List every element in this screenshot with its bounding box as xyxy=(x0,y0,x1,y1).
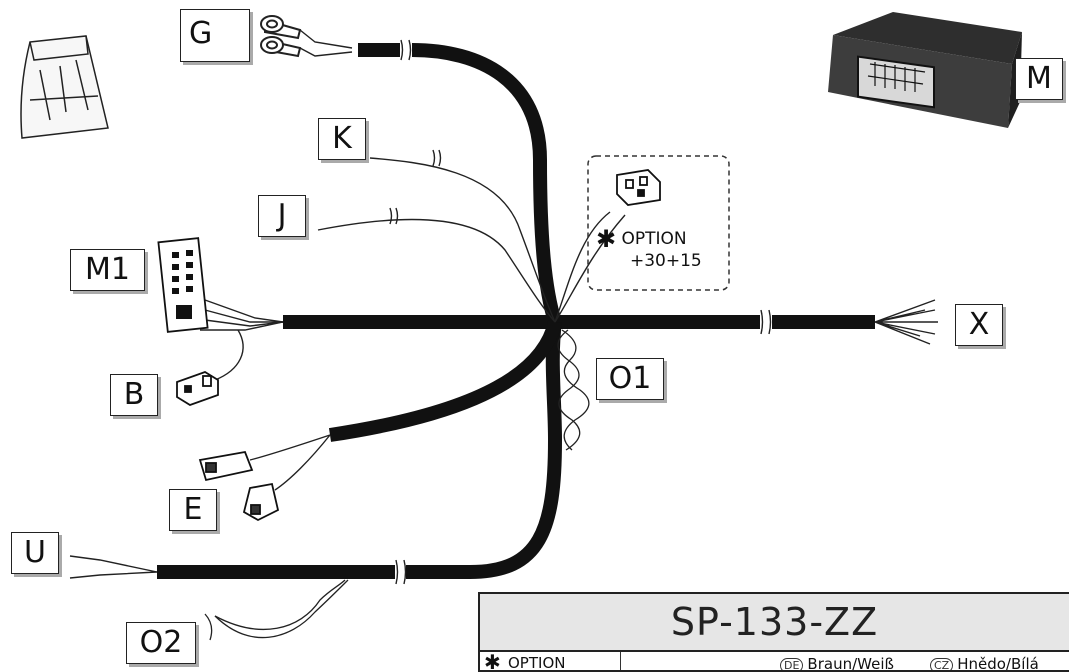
part-number-title: SP-133-ZZ xyxy=(480,594,1069,652)
thin-wires xyxy=(69,29,938,579)
option-connector-icon xyxy=(616,169,661,206)
legend-star-icon: ✱ xyxy=(484,650,501,672)
label-j-text: J xyxy=(277,198,287,233)
control-module-icon xyxy=(828,12,1022,128)
ring-terminal-icon xyxy=(260,15,302,58)
label-b-text: B xyxy=(123,377,145,412)
option-label: ✱ OPTION xyxy=(596,225,687,253)
option-text: OPTION xyxy=(621,229,687,249)
option-star-icon: ✱ xyxy=(596,225,617,253)
label-m: M xyxy=(1015,58,1063,100)
label-x-text: X xyxy=(968,307,990,342)
label-o2-text: O2 xyxy=(139,625,183,660)
legend-option: OPTION xyxy=(508,654,566,672)
label-x: X xyxy=(955,304,1003,346)
label-g: G xyxy=(180,9,250,62)
label-o2: O2 xyxy=(126,622,196,664)
label-m1-text: M1 xyxy=(85,252,130,287)
legend-de-text: Braun/Weiß xyxy=(807,655,894,672)
label-e-text: E xyxy=(183,492,203,527)
plastic-bag-icon xyxy=(20,35,109,139)
label-k: K xyxy=(318,118,366,160)
legend-divider xyxy=(620,652,621,670)
label-b: B xyxy=(110,374,158,416)
label-j: J xyxy=(258,195,306,237)
connector-m1-icon xyxy=(157,237,209,333)
harness-trunk xyxy=(157,43,875,579)
label-m1: M1 xyxy=(70,249,145,291)
legend-de-code: DE xyxy=(780,658,804,670)
legend-cz-code: CZ xyxy=(930,658,954,670)
break-marks xyxy=(389,39,772,585)
twisted-pair-wires xyxy=(204,329,590,641)
legend-cz-text: Hnědo/Bílá xyxy=(957,655,1039,672)
label-o1-text: O1 xyxy=(608,361,652,396)
option-voltage: +30+15 xyxy=(630,251,702,271)
connector-b-icon xyxy=(176,371,219,406)
connector-e-icon xyxy=(198,450,280,522)
label-g-text: G xyxy=(189,16,213,51)
label-m-text: M xyxy=(1026,61,1052,96)
label-u-text: U xyxy=(24,535,46,570)
label-u: U xyxy=(11,532,59,574)
label-e: E xyxy=(169,489,217,531)
label-o1: O1 xyxy=(596,358,664,400)
label-k-text: K xyxy=(332,121,352,156)
